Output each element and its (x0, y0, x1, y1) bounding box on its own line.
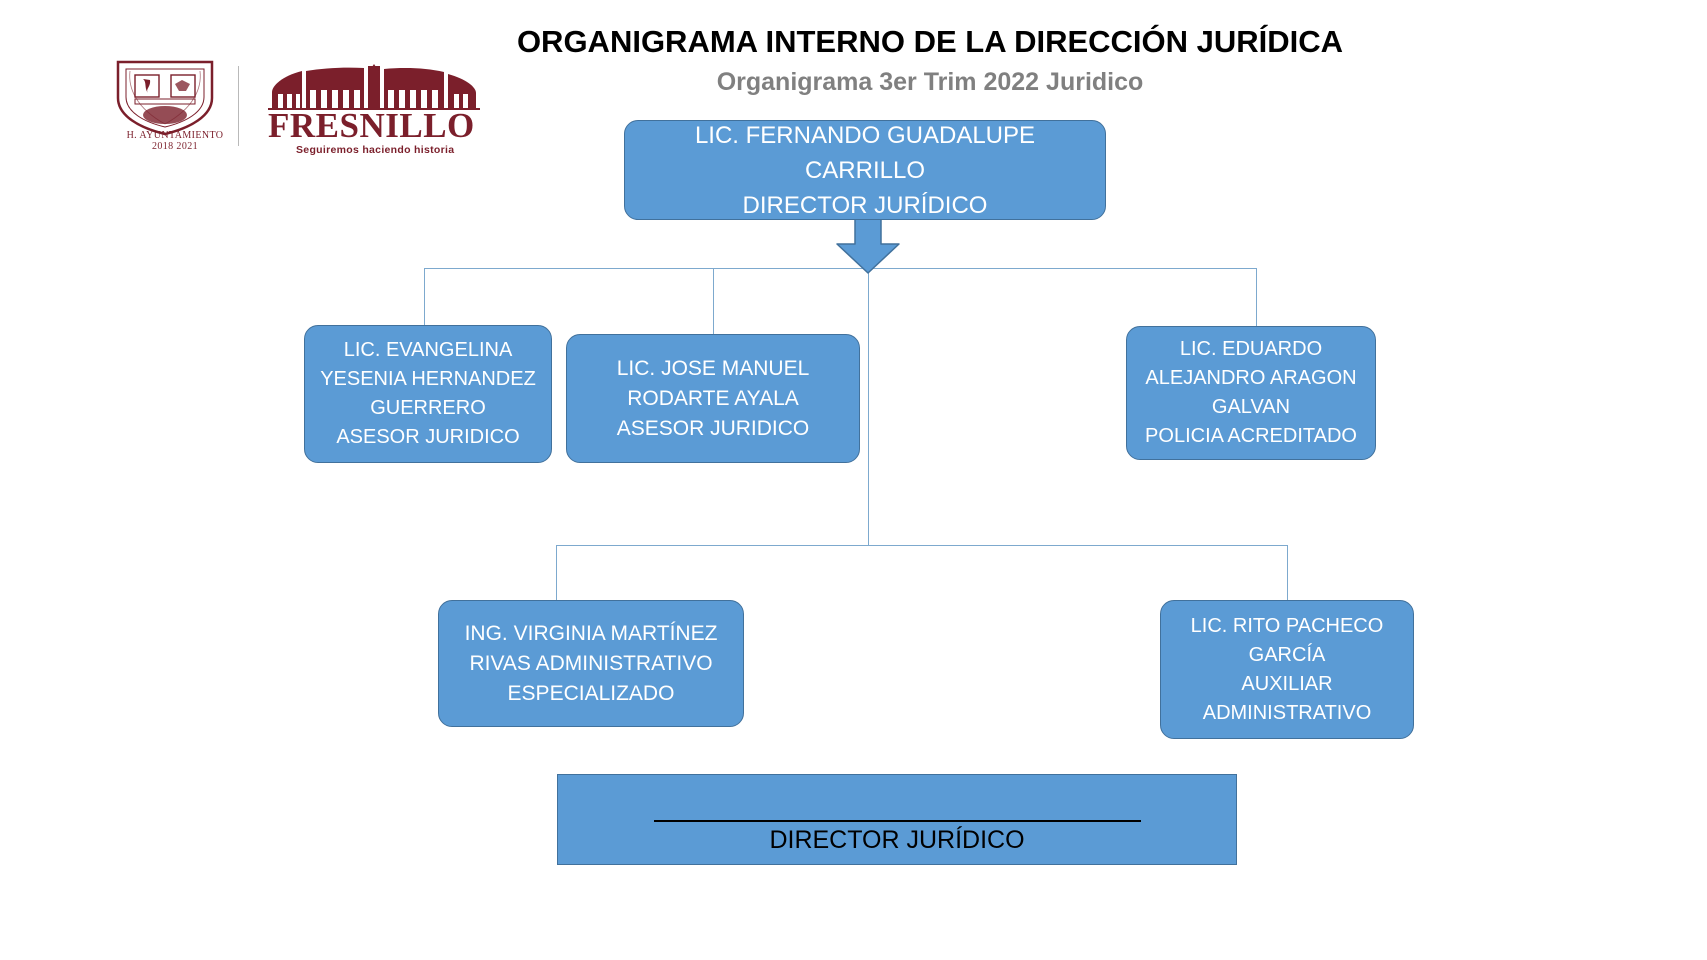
org-node-line: YESENIA HERNANDEZ (320, 368, 536, 390)
org-node-line: ASESOR JURIDICO (336, 426, 520, 448)
logo-divider (238, 66, 239, 146)
crest-caption: H. AYUNTAMIENTO 2018 2021 (110, 130, 240, 152)
org-node-line: LIC. RITO PACHECO (1190, 614, 1384, 637)
org-node-director[interactable]: LIC. FERNANDO GUADALUPE CARRILLO DIRECTO… (624, 120, 1106, 220)
org-node-administrativo-especializado[interactable]: ING. VIRGINIA MARTÍNEZ RIVAS ADMINISTRAT… (438, 600, 744, 727)
org-node-line: RIVAS ADMINISTRATIVO (469, 651, 713, 675)
org-node-line: ASESOR JURIDICO (616, 416, 810, 440)
org-node-text: LIC. FERNANDO GUADALUPE CARRILLO DIRECTO… (633, 118, 1097, 223)
org-node-line: GARCÍA (1248, 643, 1326, 666)
signature-line (654, 820, 1141, 822)
org-node-line: GUERRERO (370, 397, 486, 419)
org-node-line: DIRECTOR JURÍDICO (742, 191, 988, 219)
org-node-line: ESPECIALIZADO (507, 681, 675, 705)
connector-bus-level2 (424, 268, 1257, 269)
org-node-line: RODARTE AYALA (627, 386, 799, 410)
org-node-text: ING. VIRGINIA MARTÍNEZ RIVAS ADMINISTRAT… (447, 619, 735, 709)
org-node-text: LIC. JOSE MANUEL RODARTE AYALA ASESOR JU… (575, 354, 851, 444)
org-node-line: ADMINISTRATIVO (1202, 701, 1372, 724)
logo-group: H. AYUNTAMIENTO 2018 2021 (100, 58, 490, 163)
org-node-line: ING. VIRGINIA MARTÍNEZ (464, 621, 718, 645)
connector-drop-to-node-a (424, 268, 425, 326)
org-node-line: LIC. FERNANDO GUADALUPE (694, 121, 1036, 149)
crest-caption-line1: H. AYUNTAMIENTO (126, 130, 224, 141)
connector-drop-to-node-b (713, 268, 714, 334)
down-arrow-icon (833, 215, 903, 274)
org-node-asesor-juridico-1[interactable]: LIC. EVANGELINA YESENIA HERNANDEZ GUERRE… (304, 325, 552, 463)
org-node-text: LIC. RITO PACHECO GARCÍA AUXILIAR ADMINI… (1169, 612, 1405, 728)
connector-drop-to-node-d (556, 545, 557, 600)
org-node-text: LIC. EVANGELINA YESENIA HERNANDEZ GUERRE… (313, 336, 543, 452)
municipal-coat-of-arms-icon: H. AYUNTAMIENTO 2018 2021 (110, 58, 223, 163)
org-node-text: LIC. EDUARDO ALEJANDRO ARAGON GALVAN POL… (1135, 335, 1367, 451)
fresnillo-logo: FRESNILLO Seguiremos haciendo historia (268, 64, 480, 159)
org-node-line: ALEJANDRO ARAGON (1145, 367, 1357, 389)
org-node-line: AUXILIAR (1241, 672, 1333, 695)
fresnillo-wordmark: FRESNILLO (268, 106, 475, 145)
page-title: ORGANIGRAMA INTERNO DE LA DIRECCIÓN JURÍ… (516, 24, 1344, 59)
page-subtitle: Organigrama 3er Trim 2022 Juridico (716, 68, 1144, 96)
org-node-line: LIC. JOSE MANUEL (616, 356, 810, 380)
fresnillo-skyline-icon (268, 64, 480, 110)
org-node-policia-acreditado[interactable]: LIC. EDUARDO ALEJANDRO ARAGON GALVAN POL… (1126, 326, 1376, 460)
signature-label: DIRECTOR JURÍDICO (769, 826, 1025, 854)
connector-bus-level3 (556, 545, 1287, 546)
org-node-auxiliar-administrativo[interactable]: LIC. RITO PACHECO GARCÍA AUXILIAR ADMINI… (1160, 600, 1414, 739)
connector-spine-level3 (868, 268, 869, 545)
org-node-line: CARRILLO (804, 156, 926, 184)
org-node-line: LIC. EDUARDO (1179, 338, 1323, 360)
connector-drop-to-node-c (1256, 268, 1257, 326)
signature-bar (557, 774, 1237, 865)
crest-caption-line2: 2018 2021 (151, 141, 199, 152)
org-node-asesor-juridico-2[interactable]: LIC. JOSE MANUEL RODARTE AYALA ASESOR JU… (566, 334, 860, 463)
org-node-line: LIC. EVANGELINA (343, 339, 513, 361)
org-node-line: POLICIA ACREDITADO (1145, 425, 1357, 447)
connector-drop-to-node-e (1287, 545, 1288, 600)
org-node-line: GALVAN (1211, 396, 1291, 418)
fresnillo-tagline: Seguiremos haciendo historia (296, 144, 455, 156)
